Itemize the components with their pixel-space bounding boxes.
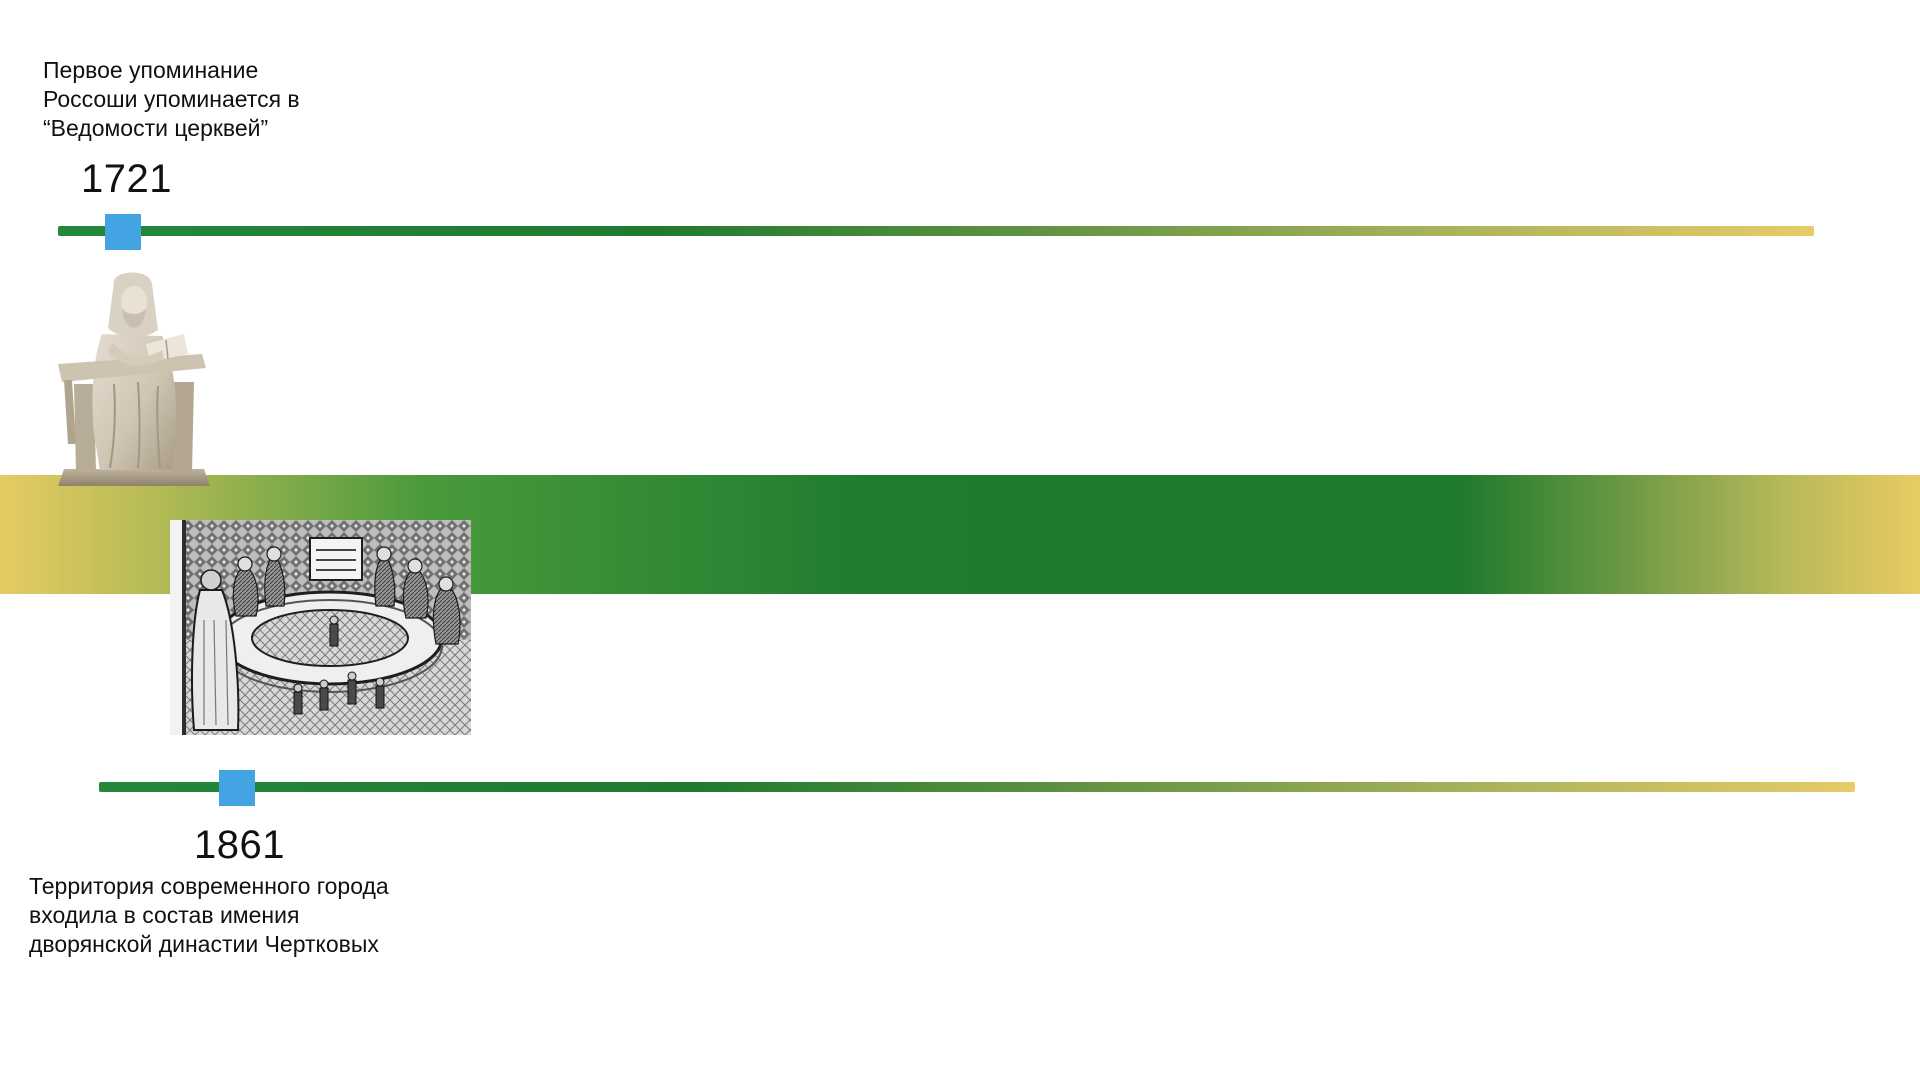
scribe-statue-image xyxy=(58,272,210,486)
event-description-1861: Территория современного города входила в… xyxy=(29,873,389,957)
engraving-feast-image xyxy=(170,520,471,735)
timeline-marker-1861[interactable] xyxy=(219,770,255,806)
timeline-line-bottom xyxy=(99,782,1855,792)
event-description-1721: Первое упоминание Россоши упоминается в … xyxy=(43,57,300,141)
event-year-1861: 1861 xyxy=(194,823,285,867)
event-year-1721: 1721 xyxy=(81,157,172,201)
timeline-line-top xyxy=(58,226,1814,236)
timeline-marker-1721[interactable] xyxy=(105,214,141,250)
